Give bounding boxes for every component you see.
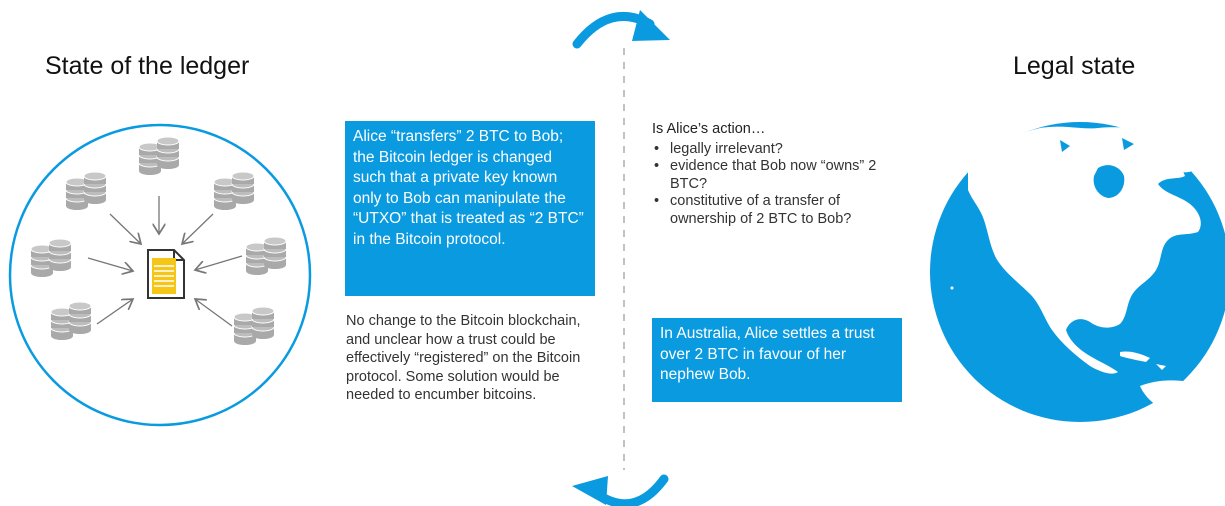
ledger-title: State of the ledger — [45, 52, 250, 80]
list-item: legally irrelevant? — [652, 141, 912, 159]
list-item: constitutive of a transfer of ownership … — [652, 193, 910, 228]
trust-settlement-box: In Australia, Alice settles a trust over… — [652, 318, 902, 402]
legal-state-title: Legal state — [1013, 52, 1136, 80]
arrows — [87, 196, 243, 327]
trust-note-text: No change to the Bitcoin blockchain, and… — [346, 313, 581, 403]
globe-icon — [930, 116, 1225, 422]
question-heading: Is Alice’s action… — [652, 121, 766, 137]
document-icon — [147, 249, 185, 299]
list-item: evidence that Bob now “owns” 2 BTC? — [652, 158, 880, 193]
transfer-description-box: Alice “transfers” 2 BTC to Bob; the Bitc… — [345, 121, 595, 296]
question-list: legally irrelevant? evidence that Bob no… — [652, 141, 912, 229]
cycle-arrow-icon — [572, 474, 669, 506]
cycle-arrow-icon — [572, 10, 670, 49]
question-block: Is Alice’s action… legally irrelevant? e… — [652, 120, 912, 228]
